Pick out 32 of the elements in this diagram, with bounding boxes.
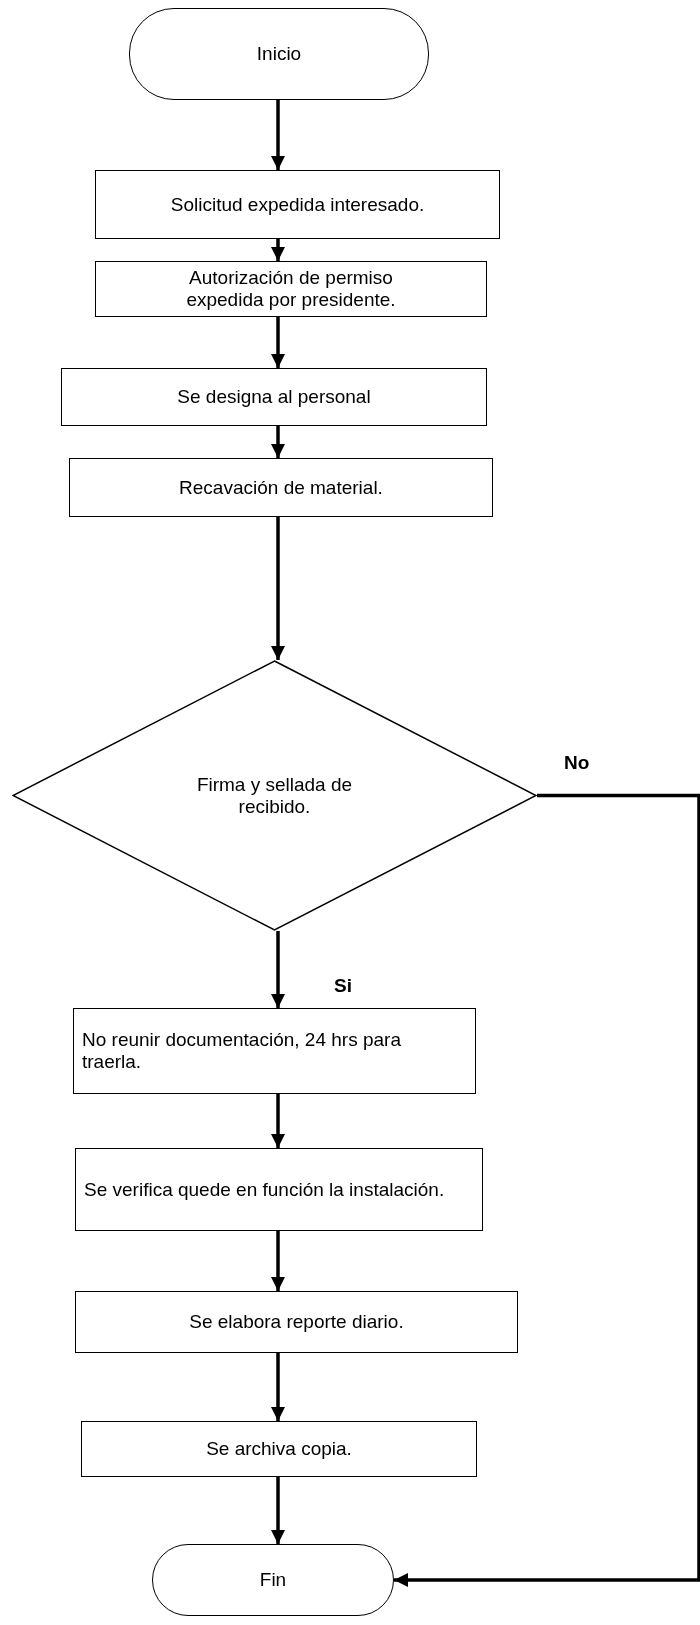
arrow [271,517,285,660]
process-box [75,1148,483,1231]
node-text: Se elabora reporte diario. [189,1311,404,1333]
arrow [271,1477,285,1544]
node-text: No reunir documentación, 24 hrs para traerla. [82,1029,402,1073]
process-box [73,1008,476,1094]
node-text: Se verifica quede en función la instalación. [84,1178,445,1201]
arrow [394,793,700,1587]
arrow [271,931,285,1008]
process-box [69,458,493,517]
decision-diamond [12,660,537,931]
process-box [81,1421,477,1477]
node-text: Se archiva copia. [206,1438,352,1460]
arrow [271,1231,285,1291]
arrow [271,239,285,261]
node-text: Autorización de permiso expedida por presidente. [185,267,397,311]
process-box [75,1291,518,1353]
node-text: Solicitud expedida interesado. [170,193,425,216]
arrow [271,100,285,170]
process-box [61,368,487,426]
arrow [271,317,285,368]
arrow [271,426,285,458]
process-box [95,261,487,317]
node-text: Fin [259,1569,287,1591]
node-text: Recavación de material. [179,476,383,499]
node-text: Inicio [256,43,302,65]
process-box [95,170,500,239]
node-text: Firma y sellada de recibido. [195,773,354,818]
node-text: Se designa al personal [177,386,371,408]
terminal-shape [129,8,429,100]
arrow [271,1353,285,1421]
arrow [271,1094,285,1148]
